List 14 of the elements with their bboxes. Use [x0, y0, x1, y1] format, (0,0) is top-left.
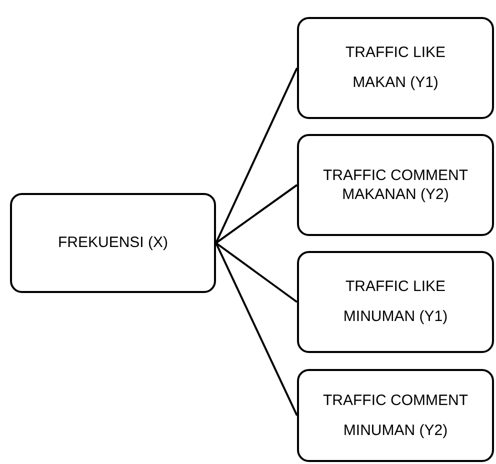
connector-line — [215, 184, 298, 244]
connector-line — [215, 242, 298, 303]
box-label: TRAFFIC COMMENT MAKANAN (Y2) — [322, 166, 469, 204]
box-label: TRAFFIC LIKE MAKAN (Y1) — [344, 43, 446, 93]
connector-line — [215, 242, 298, 416]
box-label: FREKUENSI (X) — [57, 233, 170, 253]
box-label: TRAFFIC COMMENT MINUMAN (Y2) — [322, 390, 469, 440]
process-box — [10, 193, 216, 293]
process-box — [297, 251, 494, 353]
connector-line — [215, 68, 298, 244]
box-label: TRAFFIC LIKE MINUMAN (Y1) — [342, 277, 449, 327]
process-box — [297, 369, 494, 462]
process-box — [297, 134, 494, 236]
process-box — [297, 17, 494, 119]
